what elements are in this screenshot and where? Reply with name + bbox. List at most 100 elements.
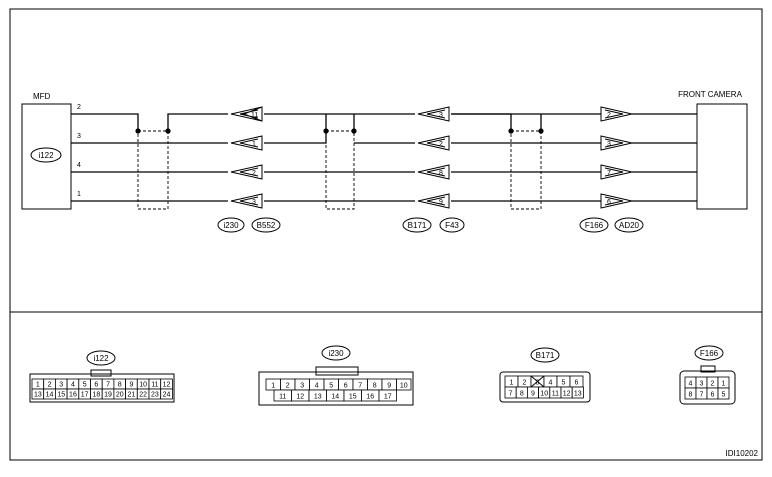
pin-number: 3 xyxy=(536,380,540,387)
pin-number: 10 xyxy=(540,391,548,398)
pin-number: 18 xyxy=(92,392,100,399)
pin-number: 5 xyxy=(562,380,566,387)
mfd-connector-tag xyxy=(30,147,62,163)
front-camera-label: FRONT CAMERA xyxy=(678,90,743,99)
connector-i230-key xyxy=(315,366,359,376)
pin-number: 1 xyxy=(36,382,40,389)
pin-number: 23 xyxy=(151,392,159,399)
pin-number: 9 xyxy=(387,383,391,390)
pin-number: 5 xyxy=(722,392,726,399)
pin-number: 2 xyxy=(48,382,52,389)
pin-number: 7 xyxy=(700,392,704,399)
connector-i122-key xyxy=(90,369,112,377)
pin-number: 4 xyxy=(315,383,319,390)
pin-number: 4 xyxy=(689,381,693,388)
connector-i122-name: i122 xyxy=(93,354,109,363)
pin-number: 2 xyxy=(523,380,527,387)
pin-number: 8 xyxy=(373,383,377,390)
shield-3 xyxy=(508,128,544,210)
blank-cavity-mark xyxy=(530,375,545,388)
mfd-label: MFD xyxy=(33,92,51,101)
mfd-box xyxy=(21,103,72,210)
pin-number: 13 xyxy=(314,394,322,401)
junction-2-label-1: B171 xyxy=(408,221,427,230)
pin-number: 7 xyxy=(106,382,110,389)
pin-number: 11 xyxy=(151,382,158,389)
pin-cell xyxy=(717,387,730,400)
pin-number: 1 xyxy=(722,381,726,388)
pin-cell xyxy=(160,388,173,400)
connector-i122-housing xyxy=(29,373,175,403)
junction-b171: 3 2 8 9 B171 F43 xyxy=(402,106,465,233)
connector-i230-name: i230 xyxy=(328,349,344,358)
junction-1-terminal-2: 1 xyxy=(252,141,256,148)
pin-number: 7 xyxy=(358,383,362,390)
pin-number: 14 xyxy=(331,394,339,401)
connector-i230-housing xyxy=(258,371,414,406)
pin-number: 14 xyxy=(46,392,54,399)
connector-f166-name: F166 xyxy=(700,349,719,358)
pin-number: 4 xyxy=(549,380,553,387)
shield-2 xyxy=(323,128,357,210)
pin-number: 15 xyxy=(349,394,357,401)
junction-2-terminal-2: 2 xyxy=(439,141,443,148)
junction-3-terminal-4: 6 xyxy=(607,199,611,206)
pin-cell xyxy=(571,386,584,399)
pin-number: 6 xyxy=(344,383,348,390)
junction-2-terminal-3: 8 xyxy=(439,170,443,177)
pin-number: 8 xyxy=(689,392,693,399)
connector-f166-housing xyxy=(679,370,736,405)
pin-number: 20 xyxy=(116,392,124,399)
junction-3-terminal-2: 3 xyxy=(607,141,611,148)
shield-1 xyxy=(135,128,171,210)
pin-number: 12 xyxy=(563,391,571,398)
pin-number: 19 xyxy=(104,392,112,399)
diagram-frame xyxy=(9,8,763,461)
connector-b171-housing xyxy=(499,371,591,403)
junction-3-terminal-1: 2 xyxy=(607,112,611,119)
pin-number: 2 xyxy=(711,381,715,388)
mfd-pin-2: 3 xyxy=(77,133,81,140)
pin-number: 21 xyxy=(128,392,136,399)
pin-number: 10 xyxy=(139,382,147,389)
pin-number: 11 xyxy=(552,391,559,398)
junction-1-label-2: B552 xyxy=(257,221,276,230)
pin-number: 3 xyxy=(300,383,304,390)
figure-id: IDI10202 xyxy=(726,449,759,458)
junction-3-label-1: F166 xyxy=(585,221,604,230)
pin-cell xyxy=(378,389,397,402)
mfd-connector-label: i122 xyxy=(38,151,54,160)
pin-number: 4 xyxy=(71,382,75,389)
junction-i230: 11 1 2 3 i230 B552 xyxy=(217,106,281,233)
pin-number: 13 xyxy=(574,391,582,398)
pin-number: 9 xyxy=(531,391,535,398)
pin-number: 22 xyxy=(139,392,147,399)
junction-2-terminal-1: 3 xyxy=(439,112,443,119)
pin-number: 8 xyxy=(520,391,524,398)
front-camera-box xyxy=(696,103,748,210)
connector-b171-name: B171 xyxy=(536,351,555,360)
pin-number: 6 xyxy=(711,392,715,399)
pin-number: 15 xyxy=(57,392,65,399)
pin-number: 12 xyxy=(296,394,304,401)
pin-number: 1 xyxy=(271,383,275,390)
wire-row-2 xyxy=(71,113,697,144)
pin-number: 16 xyxy=(69,392,77,399)
pin-number: 12 xyxy=(163,382,171,389)
junction-2-terminal-4: 9 xyxy=(439,199,443,206)
pin-number: 2 xyxy=(286,383,290,390)
pin-cell xyxy=(396,378,412,391)
pin-number: 13 xyxy=(34,392,42,399)
pin-number: 8 xyxy=(118,382,122,389)
pin-number: 1 xyxy=(510,380,514,387)
connector-f166-key xyxy=(700,365,716,373)
pin-number: 17 xyxy=(81,392,89,399)
pin-number: 5 xyxy=(83,382,87,389)
wire-row-1 xyxy=(71,113,697,131)
